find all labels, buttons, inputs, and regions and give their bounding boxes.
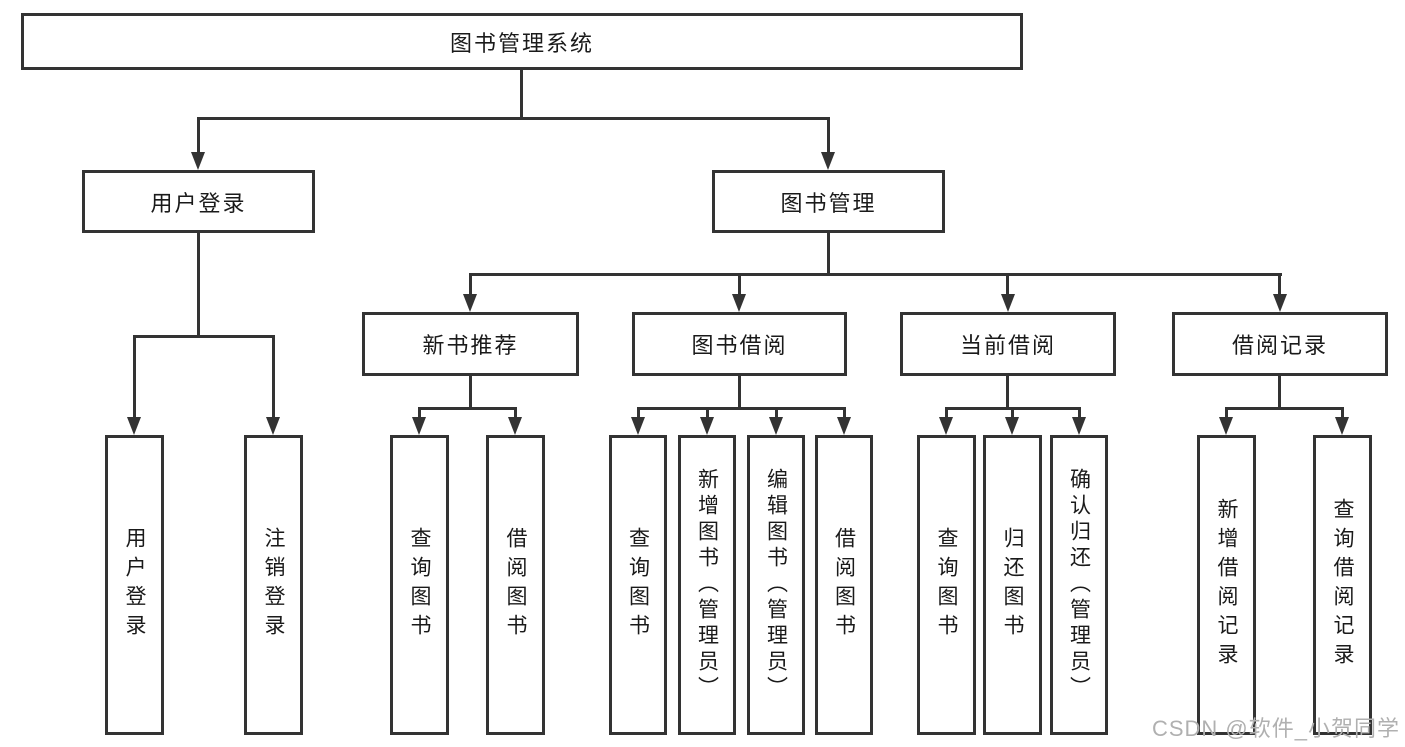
connector-line: [514, 407, 517, 417]
connector-line: [775, 407, 778, 417]
arrowhead-down-icon: [1001, 294, 1015, 312]
connector-line: [1078, 407, 1081, 417]
connector-line: [1341, 407, 1344, 417]
leaf-add-book-admin-label: 新增图书（管理员）: [695, 468, 719, 702]
arrowhead-down-icon: [1072, 417, 1086, 435]
arrowhead-down-icon: [508, 417, 522, 435]
leaf-query-books-current: 查询图书: [917, 435, 976, 735]
connector-line: [272, 335, 275, 417]
connector-line: [418, 407, 421, 417]
leaf-query-books-recommend: 查询图书: [390, 435, 449, 735]
connector-line: [738, 273, 741, 294]
node-borrow-records: 借阅记录: [1172, 312, 1388, 376]
arrowhead-down-icon: [821, 152, 835, 170]
connector-line: [1006, 273, 1009, 294]
node-current-borrow: 当前借阅: [900, 312, 1116, 376]
leaf-borrow-books-recommend: 借阅图书: [486, 435, 545, 735]
arrowhead-down-icon: [939, 417, 953, 435]
node-user-login: 用户登录: [82, 170, 315, 233]
leaf-query-books-borrow-label: 查询图书: [626, 527, 650, 643]
connector-line: [197, 233, 200, 335]
arrowhead-down-icon: [1273, 294, 1287, 312]
leaf-confirm-return-admin-label: 确认归还（管理员）: [1067, 468, 1091, 702]
leaf-query-books-current-label: 查询图书: [935, 527, 958, 643]
leaf-edit-book-admin: 编辑图书（管理员）: [747, 435, 805, 735]
node-current-borrow-label: 当前借阅: [959, 333, 1056, 358]
leaf-borrow-books-borrow: 借阅图书: [815, 435, 873, 735]
arrowhead-down-icon: [127, 417, 141, 435]
arrowhead-down-icon: [1219, 417, 1233, 435]
leaf-return-book: 归还图书: [983, 435, 1042, 735]
arrowhead-down-icon: [1335, 417, 1349, 435]
connector-line: [133, 335, 136, 417]
connector-line: [469, 273, 1282, 276]
node-user-login-label: 用户登录: [150, 190, 247, 216]
connector-line: [827, 117, 830, 153]
arrowhead-down-icon: [191, 152, 205, 170]
node-book-borrow-label: 图书借阅: [691, 333, 788, 358]
leaf-query-borrow-record-label: 查询借阅记录: [1331, 498, 1354, 672]
arrowhead-down-icon: [837, 417, 851, 435]
leaf-borrow-books-borrow-label: 借阅图书: [832, 527, 856, 643]
arrowhead-down-icon: [700, 417, 714, 435]
connector-line: [637, 407, 845, 410]
connector-line: [418, 407, 517, 410]
leaf-user-login-label: 用户登录: [123, 527, 146, 643]
node-library-system: 图书管理系统: [21, 13, 1023, 70]
node-book-management-label: 图书管理: [780, 190, 877, 216]
arrowhead-down-icon: [769, 417, 783, 435]
connector-line: [520, 70, 523, 117]
arrowhead-down-icon: [732, 294, 746, 312]
connector-line: [469, 273, 472, 294]
connector-line: [1278, 273, 1281, 294]
connector-line: [1278, 376, 1281, 407]
connector-line: [197, 117, 200, 153]
connector-line: [827, 233, 830, 273]
leaf-logout: 注销登录: [244, 435, 303, 735]
arrowhead-down-icon: [631, 417, 645, 435]
arrowhead-down-icon: [412, 417, 426, 435]
connector-line: [1011, 407, 1014, 417]
leaf-query-borrow-record: 查询借阅记录: [1313, 435, 1372, 735]
connector-line: [945, 407, 948, 417]
leaf-add-borrow-record-label: 新增借阅记录: [1215, 498, 1238, 672]
connector-line: [1006, 376, 1009, 407]
connector-line: [133, 335, 275, 338]
leaf-borrow-books-recommend-label: 借阅图书: [504, 527, 527, 643]
leaf-logout-label: 注销登录: [262, 527, 285, 643]
node-book-management: 图书管理: [712, 170, 945, 233]
leaf-confirm-return-admin: 确认归还（管理员）: [1050, 435, 1108, 735]
node-new-book-recommend: 新书推荐: [362, 312, 579, 376]
connector-line: [1225, 407, 1344, 410]
leaf-edit-book-admin-label: 编辑图书（管理员）: [764, 468, 788, 702]
connector-line: [706, 407, 709, 417]
leaf-query-books-borrow: 查询图书: [609, 435, 667, 735]
node-library-system-label: 图书管理系统: [449, 30, 594, 56]
node-borrow-records-label: 借阅记录: [1231, 333, 1328, 358]
connector-line: [469, 376, 472, 407]
connector-line: [1225, 407, 1228, 417]
connector-line: [197, 117, 829, 120]
connector-line: [637, 407, 640, 417]
node-new-book-recommend-label: 新书推荐: [422, 333, 519, 358]
watermark: CSDN @软件_小贺同学: [1151, 716, 1400, 741]
node-book-borrow: 图书借阅: [632, 312, 847, 376]
leaf-query-books-recommend-label: 查询图书: [408, 527, 431, 643]
leaf-add-book-admin: 新增图书（管理员）: [678, 435, 736, 735]
arrowhead-down-icon: [1005, 417, 1019, 435]
leaf-add-borrow-record: 新增借阅记录: [1197, 435, 1256, 735]
connector-line: [738, 376, 741, 407]
connector-line: [843, 407, 846, 417]
arrowhead-down-icon: [266, 417, 280, 435]
leaf-user-login: 用户登录: [105, 435, 164, 735]
leaf-return-book-label: 归还图书: [1001, 527, 1024, 643]
arrowhead-down-icon: [463, 294, 477, 312]
